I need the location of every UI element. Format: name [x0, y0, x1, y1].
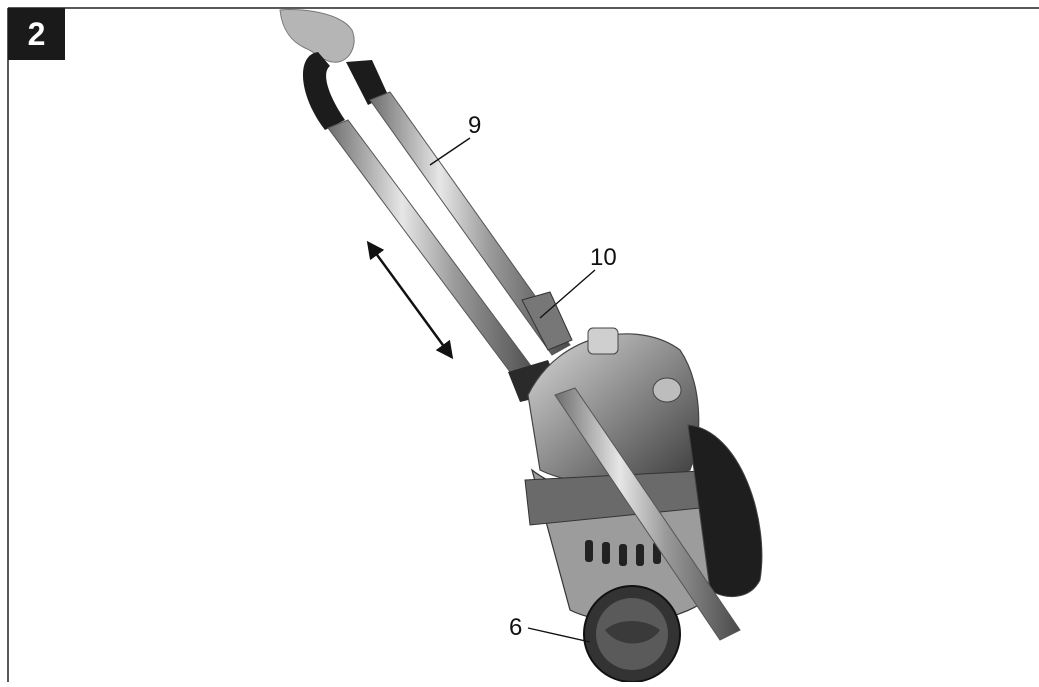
callout-label-wheel: 6	[509, 614, 523, 641]
handle-grip-left	[302, 52, 345, 130]
double-arrow-icon	[366, 240, 454, 360]
leader-line-10	[539, 269, 596, 319]
callout-label-lock: 10	[590, 244, 617, 271]
handle-lock	[521, 291, 573, 351]
frame-rail	[554, 387, 741, 641]
figure-number-badge: 2	[8, 8, 65, 60]
callout-label-handle: 9	[468, 112, 482, 139]
handle-grip-right	[346, 60, 388, 105]
leader-line-9	[429, 137, 471, 166]
leader-line-6	[527, 627, 591, 643]
handle-tube-right	[369, 91, 571, 356]
outlet-connector-top	[587, 327, 619, 355]
cable-reel	[687, 424, 763, 598]
wheel-cap	[605, 621, 660, 644]
hand	[279, 9, 355, 63]
outlet-connector-side	[652, 377, 682, 403]
